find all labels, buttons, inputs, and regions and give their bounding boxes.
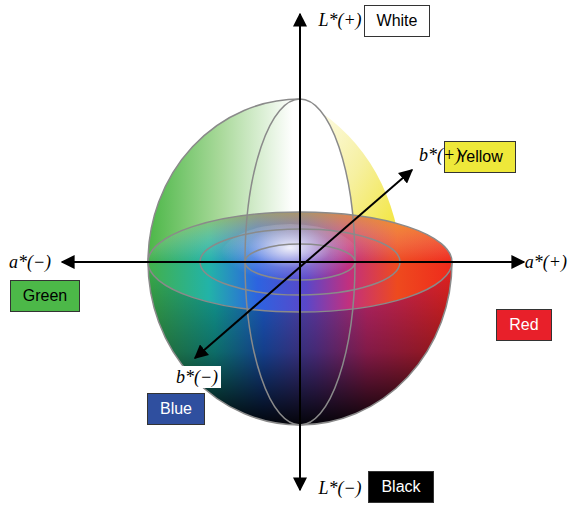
color-name: Yellow bbox=[457, 147, 503, 167]
black-box: Black bbox=[368, 471, 433, 503]
color-name: Blue bbox=[160, 399, 192, 419]
b-axis bbox=[195, 170, 412, 358]
axis-label: a*(+) bbox=[522, 251, 570, 273]
axis-label: b*(+) bbox=[416, 144, 464, 166]
red-box: Red bbox=[496, 309, 551, 341]
green-box: Green bbox=[10, 280, 80, 312]
axis-label: b*(−) bbox=[173, 366, 221, 388]
color-name: White bbox=[377, 11, 418, 31]
axis-label: L*(+) bbox=[315, 9, 364, 31]
sphere-outline bbox=[148, 99, 300, 262]
white-box: White bbox=[364, 5, 431, 37]
axis-label: L*(−) bbox=[315, 477, 364, 499]
a-axis bbox=[62, 261, 524, 263]
color-name: Red bbox=[509, 315, 538, 335]
l-axis bbox=[299, 14, 301, 490]
blue-box: Blue bbox=[147, 393, 205, 425]
color-name: Green bbox=[23, 286, 67, 306]
color-name: Black bbox=[381, 477, 420, 497]
axis-label: a*(−) bbox=[6, 251, 54, 273]
